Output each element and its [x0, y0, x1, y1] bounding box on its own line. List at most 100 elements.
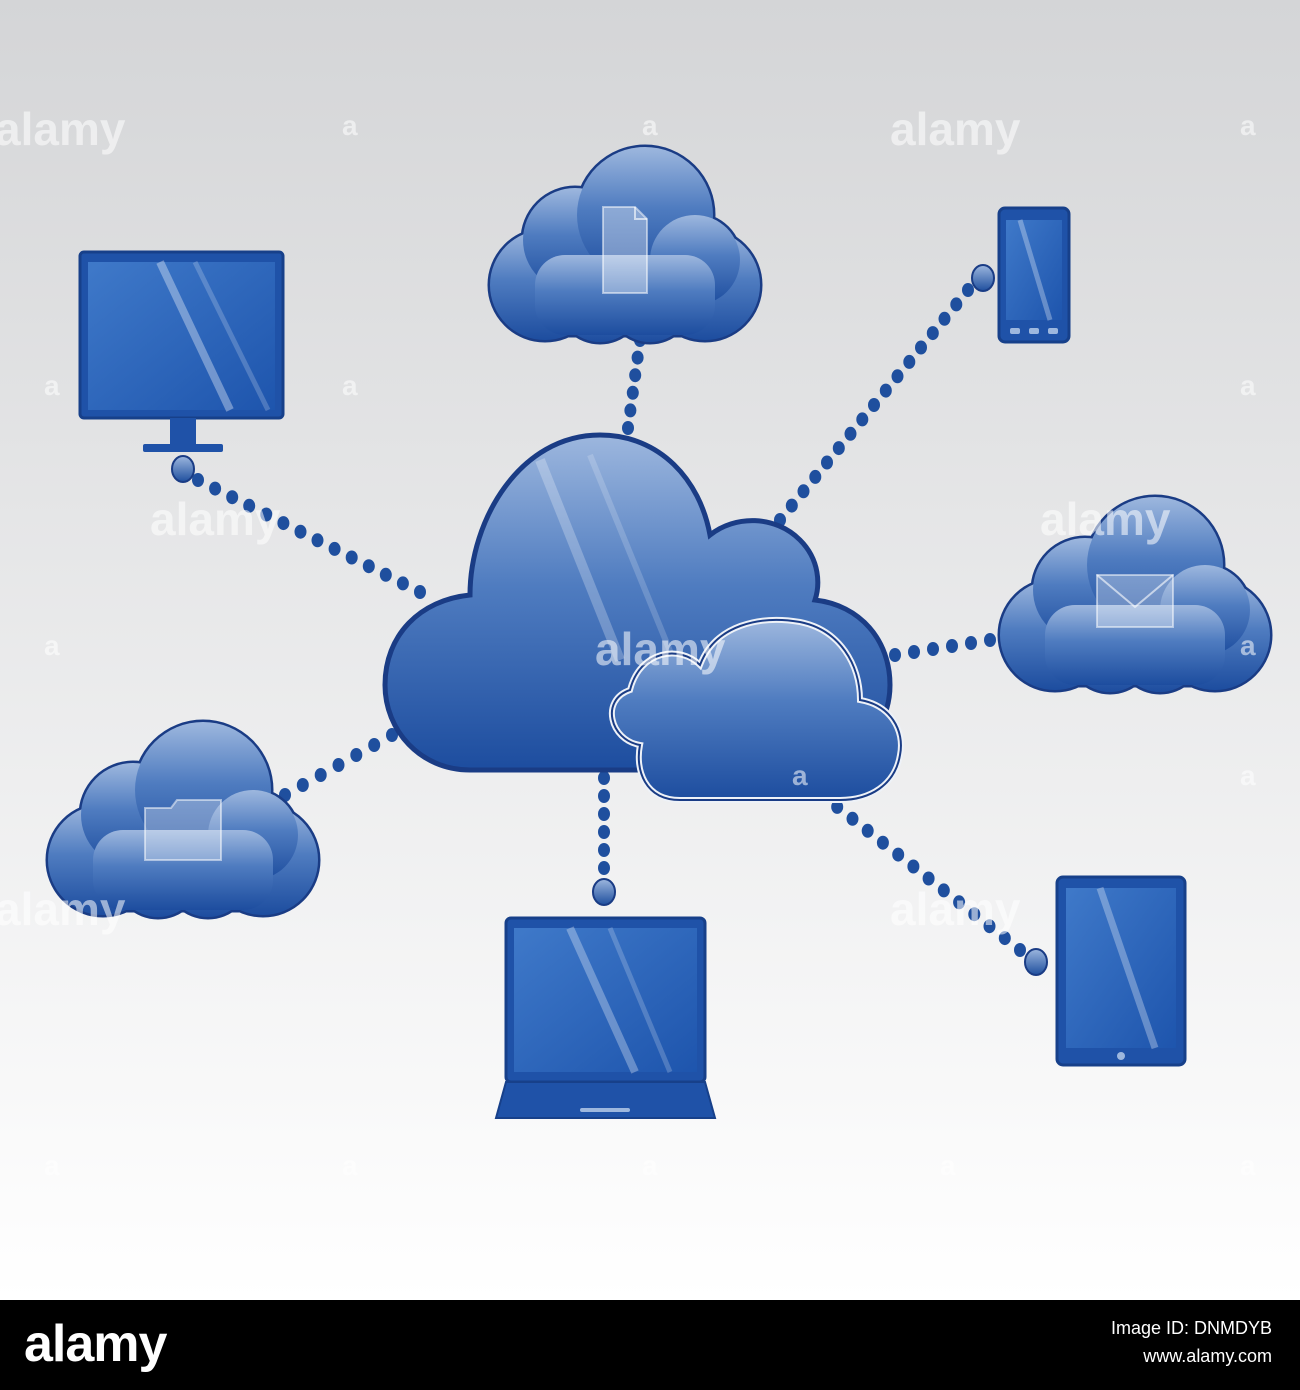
watermark-text: alamy — [150, 493, 281, 545]
image-id-label: Image ID: DNMDYB — [1110, 1318, 1272, 1338]
watermark-mark: a — [1240, 110, 1256, 141]
connector-dot — [962, 283, 974, 297]
watermarks: alamy alamy alamy alamy alamy alamy alam… — [0, 103, 1256, 1181]
watermark-text: alamy — [890, 103, 1021, 155]
connector-dot — [821, 455, 833, 470]
watermark-mark: a — [1240, 760, 1256, 791]
connector-dot — [797, 484, 810, 499]
connector-endpoint — [171, 455, 195, 483]
watermark-text: alamy — [890, 883, 1021, 935]
cloud-network-diagram: alamy alamy alamy alamy alamy alamy alam… — [0, 0, 1300, 1300]
laptop — [494, 916, 717, 1119]
connector-dot — [277, 516, 290, 531]
watermark-mark: a — [1240, 1150, 1256, 1181]
connector-dot — [856, 412, 869, 427]
connector-endpoint — [592, 878, 616, 906]
watermark-mark: a — [44, 370, 60, 401]
watermark-text: alamy — [0, 103, 126, 155]
watermark-mark: a — [44, 1150, 60, 1181]
connector-dot — [598, 771, 610, 785]
watermark-text: alamy — [0, 883, 126, 935]
watermark-text: alamy — [1040, 493, 1171, 545]
connector-dot — [622, 421, 634, 435]
connector-dot — [926, 326, 939, 341]
connector-laptop — [592, 771, 616, 906]
connector-dot — [984, 633, 996, 647]
monitor — [78, 250, 285, 452]
connector-dot — [386, 728, 398, 742]
central-cloud — [382, 432, 904, 803]
connector-dot — [998, 931, 1011, 946]
watermark-mark: a — [342, 110, 358, 141]
connector-dot — [243, 498, 256, 513]
connector-dot — [345, 550, 358, 565]
connector-endpoint — [971, 264, 995, 292]
diagram-canvas: alamy alamy alamy alamy alamy alamy alam… — [0, 0, 1300, 1300]
connector-dot — [296, 778, 309, 792]
connector-dot — [368, 738, 381, 752]
connector-endpoint — [1024, 948, 1048, 976]
monitor-icon — [78, 250, 285, 452]
connector-dot — [950, 297, 963, 312]
connector-dot — [226, 490, 239, 505]
connector-dot — [965, 636, 977, 650]
envelope-icon — [1096, 574, 1174, 628]
folder-icon — [144, 799, 222, 861]
laptop-icon — [494, 916, 717, 1119]
connector-dot — [1014, 943, 1026, 957]
connector-dot — [598, 789, 610, 803]
watermark-mark: a — [342, 370, 358, 401]
connector-dot — [350, 748, 363, 762]
connector-dot — [362, 559, 375, 574]
connector-dot — [624, 403, 637, 418]
connector-dot — [832, 441, 845, 456]
connector-dot — [831, 799, 844, 814]
connector-dot — [915, 340, 927, 355]
footer-logo: alamy — [24, 1315, 167, 1373]
connector-dot — [876, 835, 889, 850]
connector-monitor — [171, 455, 426, 599]
connector-dot — [968, 907, 981, 922]
connector-dot — [908, 645, 920, 659]
connector-mail-cloud — [889, 633, 996, 662]
connector-dot — [937, 883, 950, 898]
connector-dot — [922, 871, 935, 886]
connector-dot — [891, 369, 904, 384]
connector-dot — [861, 823, 874, 838]
connector-dot — [379, 567, 392, 582]
footer-bar: alamy Image ID: DNMDYB www.alamy.com — [0, 1300, 1300, 1390]
connector-dot — [598, 807, 610, 821]
watermark-mark: a — [44, 630, 60, 661]
connector-dot — [328, 541, 341, 556]
connector-dot — [938, 311, 951, 326]
smartphone-icon — [997, 206, 1071, 344]
tablet-icon — [1055, 875, 1187, 1067]
connector-dot — [844, 426, 857, 441]
document-cloud — [490, 147, 760, 342]
connector-dot — [598, 825, 610, 839]
connector-dot — [631, 350, 644, 365]
connector-dot — [311, 533, 324, 548]
smartphone — [997, 206, 1071, 344]
watermark-mark: a — [792, 760, 808, 791]
connector-dot — [314, 768, 327, 782]
watermark-mark: a — [940, 1150, 956, 1181]
connector-dot — [209, 481, 222, 496]
connector-dot — [598, 843, 610, 857]
connector-dot — [892, 847, 905, 862]
connector-dot — [809, 469, 822, 484]
watermark-text: alamy — [595, 623, 726, 675]
connector-dot — [889, 648, 901, 662]
footer-url: www.alamy.com — [1143, 1346, 1272, 1366]
folder-cloud — [48, 722, 318, 917]
watermark-mark: a — [642, 110, 658, 141]
watermark-mark: a — [342, 1150, 358, 1181]
connector-dot — [846, 811, 859, 826]
connector-dot — [598, 861, 610, 875]
connector-smartphone — [774, 264, 995, 527]
connector-dot — [294, 524, 307, 539]
connector-dot — [414, 585, 426, 599]
connector-dot — [626, 385, 639, 400]
connector-dot — [332, 758, 345, 772]
connector-dot — [396, 576, 409, 591]
